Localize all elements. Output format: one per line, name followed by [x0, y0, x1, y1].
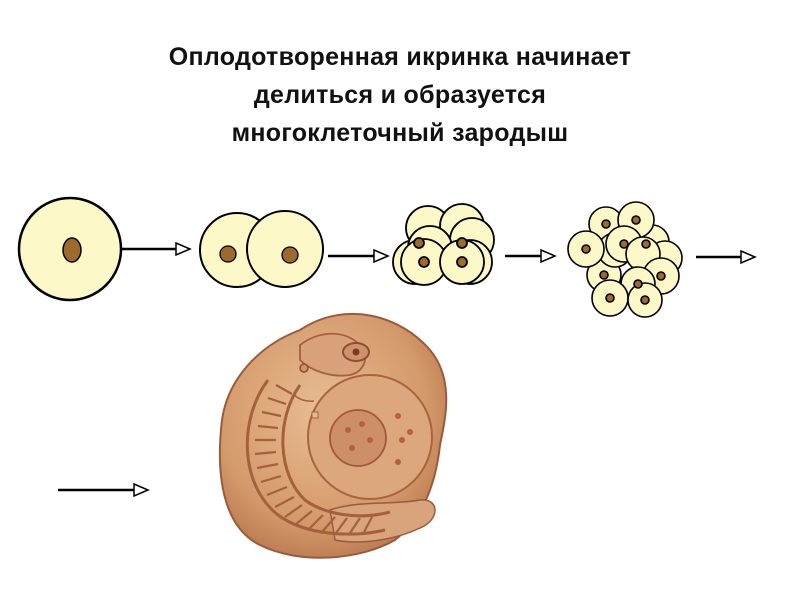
arrow-icon: [58, 484, 148, 496]
arrow-icon: [122, 243, 190, 255]
two-cell-stage: [200, 211, 323, 287]
eight-cell-stage: [393, 204, 494, 285]
zygote-stage: [19, 198, 121, 300]
arrow-icon: [505, 250, 555, 262]
zygote-nucleus: [63, 238, 81, 262]
embryo-icon: [220, 314, 446, 558]
morula-stage: [568, 202, 682, 317]
arrow-icon: [328, 250, 388, 262]
nucleus: [220, 246, 236, 262]
arrow-icon: [696, 251, 755, 263]
nucleus: [282, 247, 298, 263]
